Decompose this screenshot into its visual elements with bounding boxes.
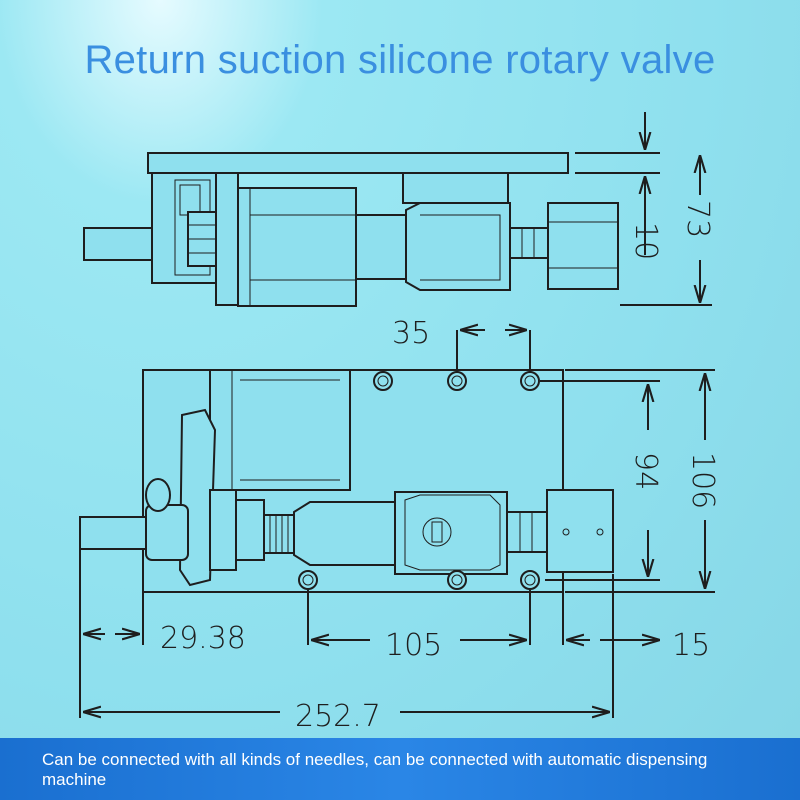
bottom-fitting	[506, 511, 548, 553]
dim-106-label: 106	[685, 452, 720, 509]
dim-94-label: 94	[628, 452, 663, 490]
bottom-output-plate	[209, 489, 237, 571]
bottom-knob	[145, 478, 171, 512]
top-end-block	[547, 202, 619, 290]
bottom-thread	[263, 514, 295, 554]
dim-252-7-label: 252.7	[295, 699, 381, 734]
bottom-end-block	[546, 489, 614, 573]
top-shaft	[83, 227, 155, 261]
bottom-motor-block	[209, 369, 351, 491]
top-valve-body	[405, 202, 511, 291]
top-view: 10 73	[83, 112, 715, 307]
dim-29-38-label: 29.38	[160, 621, 246, 656]
bottom-barrel	[293, 501, 396, 566]
top-motor-plate	[215, 172, 239, 306]
top-base-plate	[147, 152, 569, 174]
dim-35-label: 35	[392, 316, 430, 351]
bottom-shaft	[79, 516, 151, 550]
top-raised-block	[402, 172, 509, 204]
bottom-gear	[145, 504, 189, 561]
bottom-coupler	[235, 499, 265, 561]
footer-caption: Can be connected with all kinds of needl…	[42, 750, 708, 789]
footer-band: Can be connected with all kinds of needl…	[0, 738, 800, 800]
dim-73-label: 73	[680, 200, 715, 238]
top-coupling	[355, 214, 407, 280]
bottom-view: 35 94 106 29.38 105 15 2	[79, 316, 720, 734]
page-title: Return suction silicone rotary valve	[84, 38, 716, 82]
screw-holes	[298, 371, 540, 590]
dim-105-label: 105	[385, 628, 442, 663]
dim-10-label: 10	[628, 222, 663, 260]
dim-15-label: 15	[672, 628, 710, 663]
top-motor-body	[237, 187, 357, 307]
